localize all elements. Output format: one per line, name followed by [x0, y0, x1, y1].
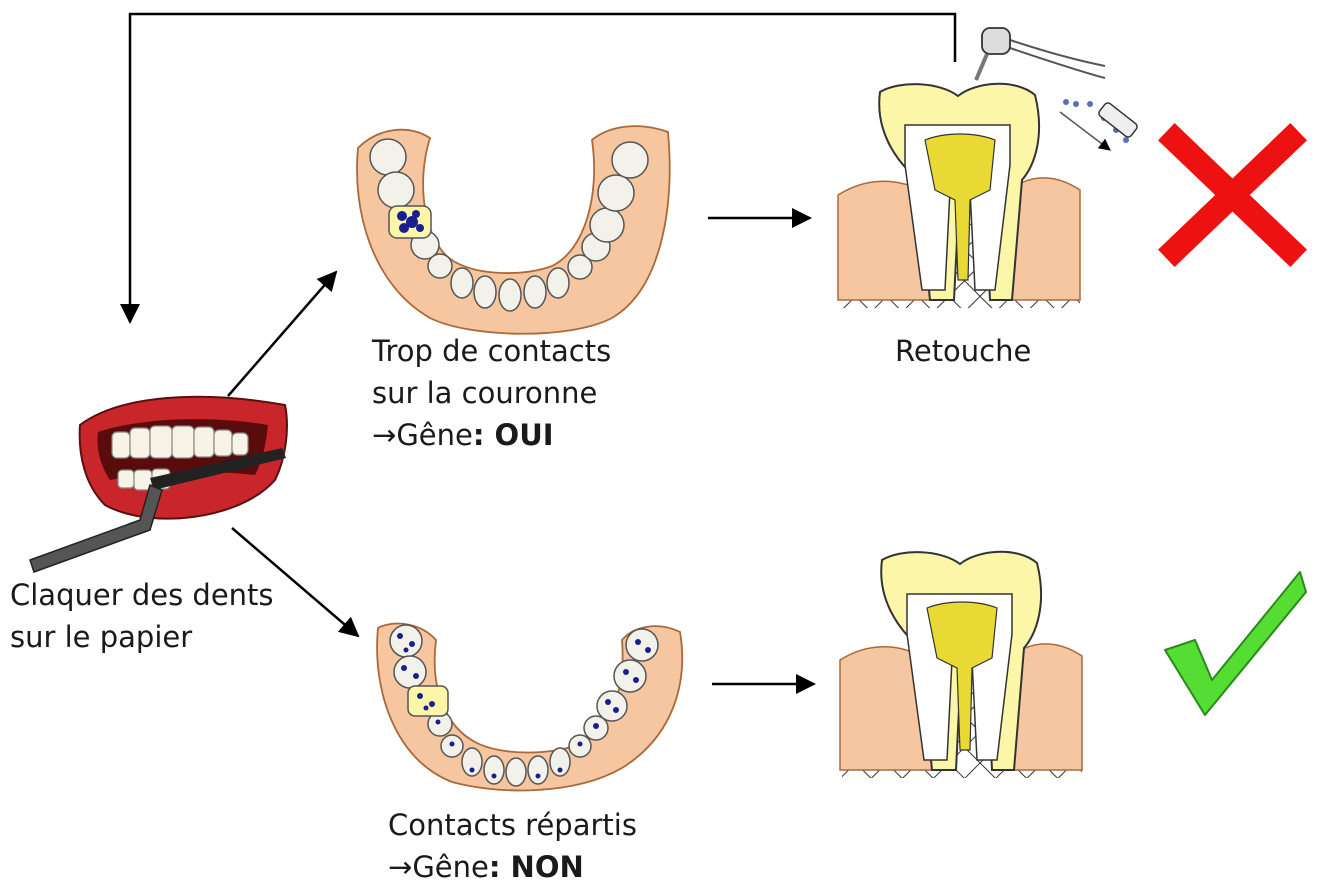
top-gene-value: : OUI: [473, 418, 554, 452]
start-caption-line2: sur le papier: [10, 616, 274, 658]
tooth-retouche-illustration: [838, 28, 1139, 308]
top-gene-line: →Gêne: OUI: [372, 414, 611, 456]
dental-arch-bottom-illustration: [377, 624, 682, 791]
start-caption: Claquer des dents sur le papier: [10, 574, 274, 658]
retouche-caption: Retouche: [895, 330, 1031, 372]
top-branch-caption: Trop de contacts sur la couronne →Gêne: …: [372, 330, 611, 456]
tooth-ok-illustration: [840, 552, 1082, 778]
arrow-glyph-icon: →: [372, 418, 396, 452]
start-caption-line1: Claquer des dents: [10, 574, 274, 616]
top-gene-prefix: Gêne: [396, 418, 473, 452]
arrow-glyph-icon: →: [388, 850, 412, 884]
arrow-to-top-branch: [228, 272, 336, 396]
top-caption-line1: Trop de contacts: [372, 330, 611, 372]
top-caption-line2: sur la couronne: [372, 372, 611, 414]
cross-icon: [1175, 140, 1290, 250]
check-icon: [1165, 572, 1306, 715]
bottom-gene-prefix: Gêne: [412, 850, 489, 884]
bottom-gene-line: →Gêne: NON: [388, 846, 637, 888]
bottom-branch-caption: Contacts répartis →Gêne: NON: [388, 804, 637, 888]
bottom-gene-value: : NON: [489, 850, 584, 884]
bottom-caption-line1: Contacts répartis: [388, 804, 637, 846]
mouth-biting-paper-illustration: [30, 397, 287, 572]
dental-arch-top-illustration: [357, 126, 670, 334]
